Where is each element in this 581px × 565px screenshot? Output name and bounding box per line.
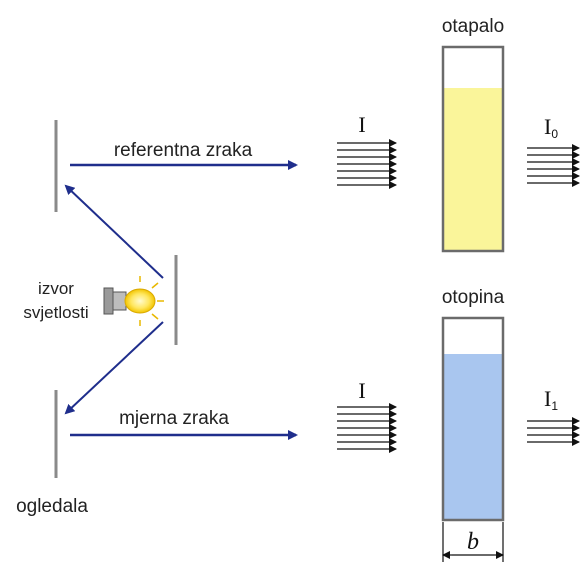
incident-rays-bottom: [337, 403, 397, 453]
transmitted-rays-top: [527, 144, 580, 187]
mirrors-label: ogledala: [16, 496, 88, 517]
solvent-label: otapalo: [442, 16, 504, 37]
light-bulb-icon: [103, 276, 164, 326]
beam-to-top-mirror: [64, 184, 164, 279]
reference-beam-label: referentna zraka: [114, 140, 253, 161]
incident-intensity-top: I: [358, 112, 365, 137]
cuvette-solution: [441, 316, 505, 522]
solution-label: otopina: [442, 287, 505, 308]
transmitted-intensity-top: I0: [544, 114, 558, 141]
incident-intensity-bottom: I: [358, 378, 365, 403]
path-length-label: b: [467, 529, 479, 555]
path-length-dimension: [442, 522, 504, 562]
incident-rays-top: [337, 139, 397, 189]
light-source-label-line1: izvor: [38, 279, 74, 298]
transmitted-rays-bottom: [527, 417, 580, 446]
light-source-label-line2: svjetlosti: [23, 303, 88, 322]
transmitted-intensity-bottom: I1: [544, 386, 558, 413]
beam-to-bottom-mirror: [64, 321, 164, 415]
cuvette-solvent: [441, 45, 505, 253]
measuring-beam-label: mjerna zraka: [119, 408, 229, 429]
